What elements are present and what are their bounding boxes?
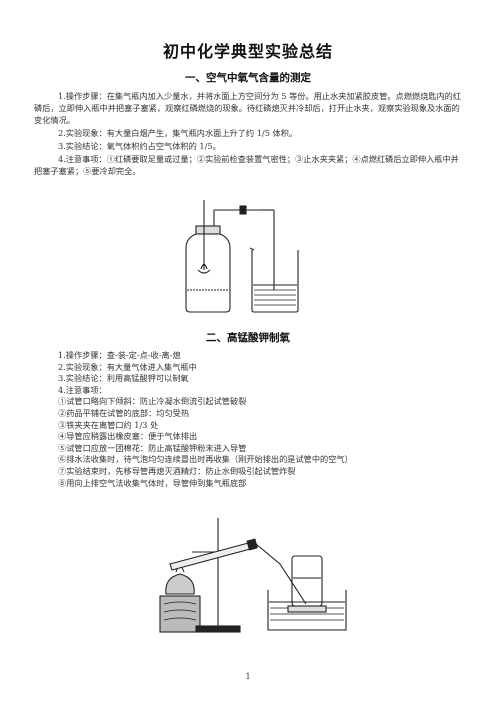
list-item: ①试管口略向下倾斜：防止冷凝水倒流引起试管破裂	[58, 396, 247, 407]
section-1-step-1: 1.操作步骤：在集气瓶内加入少量水，并将水面上方空间分为 5 等份。用止水夹加紧…	[34, 91, 462, 126]
section-2-heading: 二、高锰酸钾制氧	[206, 332, 290, 344]
list-item: 4.注意事项：	[58, 384, 107, 395]
list-item: ⑧用向上排空气法收集气体时，导管伸到集气瓶底部	[58, 477, 247, 488]
list-item: 2.实验现象：有大量气体进入集气瓶中	[58, 361, 197, 372]
list-item: ⑥排水法收集时，待气泡均匀连续冒出时再收集（刚开始排出的是试管中的空气）	[58, 454, 353, 465]
section-2-list: 1.操作步骤：查-装-定-点-收-离-熄 2.实验现象：有大量气体进入集气瓶中 …	[58, 350, 458, 489]
section-1-step-4: 4.注意事项：①红磷要取足量或过量；②实验前检查装置气密性；③止水夹夹紧；④点燃…	[34, 154, 459, 177]
document-title: 初中化学典型实验总结	[162, 42, 333, 61]
list-item: ⑦实验结束时，先移导管再熄灭酒精灯：防止水倒吸引起试管炸裂	[58, 465, 296, 476]
section-1-heading: 一、空气中氧气含量的测定	[185, 72, 311, 84]
list-item: ⑤试管口应放一团棉花：防止高锰酸钾粉末进入导管	[58, 442, 247, 453]
list-item: ④导管应稍露出橡皮塞：便于气体排出	[58, 431, 198, 442]
list-item: ③铁夹夹在离管口约 1/3 处	[58, 419, 159, 430]
section-1-step-2: 2.实验现象：有大量白烟产生，集气瓶内水面上升了约 1/5 体积。	[58, 128, 298, 138]
potassium-permanganate-apparatus-figure	[159, 518, 347, 633]
oxygen-content-apparatus-figure	[185, 200, 299, 313]
list-item: 3.实验结论：利用高锰酸钾可以制氧	[58, 373, 189, 384]
page-number: 1	[245, 672, 251, 681]
list-item: ②药品平铺在试管的底部：均匀受热	[58, 407, 190, 418]
list-item: 1.操作步骤：查-装-定-点-收-离-熄	[58, 350, 181, 360]
section-1-step-3: 3.实验结论：氧气体积约占空气体积的 1/5。	[58, 141, 221, 151]
